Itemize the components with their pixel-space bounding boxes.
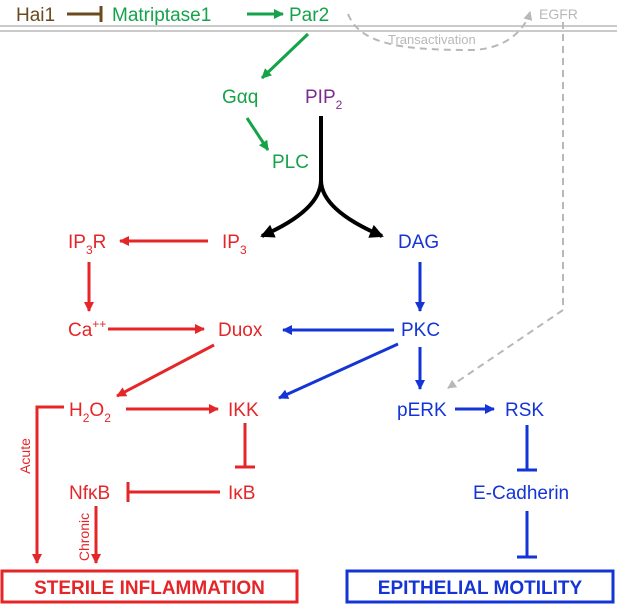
transactivation-label: Transactivation xyxy=(388,32,476,47)
sterile-inflammation-label: STERILE INFLAMMATION xyxy=(34,578,265,599)
node-hai1: Hai1 xyxy=(16,5,55,26)
h2o2-o: O xyxy=(89,400,104,421)
ip3-sub: 3 xyxy=(240,243,247,257)
cell-membrane xyxy=(0,25,617,32)
node-egfr: EGFR xyxy=(539,6,578,22)
node-duox: Duox xyxy=(218,320,263,341)
node-matriptase1: Matriptase1 xyxy=(112,5,211,26)
ip3r-tail: R xyxy=(93,232,107,253)
ecadherin-inhibits-motility-edge xyxy=(517,511,537,559)
node-ip3: IP3 xyxy=(222,232,247,257)
node-pip2: PIP2 xyxy=(305,87,343,112)
pkc-to-ikk-edge xyxy=(278,342,399,400)
epithelial-motility-outcome: EPITHELIAL MOTILITY xyxy=(345,569,615,604)
ca-sup: ++ xyxy=(92,317,106,331)
node-h2o2: H2O2 xyxy=(69,400,111,425)
node-dag: DAG xyxy=(398,232,439,253)
hai1-inhibits-matriptase1-edge xyxy=(67,6,103,22)
h2o2-sub1: 2 xyxy=(83,411,90,425)
node-ecadherin: E-Cadherin xyxy=(473,483,569,504)
node-ip3r: IP3R xyxy=(68,232,106,257)
node-nfkb: NfκB xyxy=(69,483,110,504)
galphaq-to-plc-edge xyxy=(245,117,270,151)
pip2-sub: 2 xyxy=(336,98,343,112)
ip3r-sub: 3 xyxy=(86,243,93,257)
epithelial-motility-label: EPITHELIAL MOTILITY xyxy=(378,578,583,599)
duox-to-h2o2-edge xyxy=(116,343,215,398)
ikk-inhibits-ikb-edge xyxy=(235,423,255,469)
h2o2-h: H xyxy=(69,400,83,421)
pip2-split-edges xyxy=(260,116,384,238)
h2o2-acute-inflammation-edge xyxy=(32,405,64,564)
chronic-label: Chronic xyxy=(76,513,92,561)
ca-base: Ca xyxy=(68,320,93,341)
node-par2: Par2 xyxy=(289,5,329,26)
par2-to-galphaq-edge xyxy=(260,32,310,80)
node-ikk: IKK xyxy=(228,400,259,421)
rsk-inhibits-ecadherin-edge xyxy=(517,425,537,472)
ip3-base: IP xyxy=(222,232,240,253)
par2-egfr-transactivation-edge xyxy=(347,11,533,52)
ikb-inhibits-nfkb-edge xyxy=(126,482,220,502)
node-plc: PLC xyxy=(272,152,309,173)
ip3r-base: IP xyxy=(68,232,86,253)
node-perk: pERK xyxy=(397,400,447,421)
node-galphaq: Gαq xyxy=(222,87,258,108)
node-pkc: PKC xyxy=(401,320,440,341)
node-ikb: IκB xyxy=(228,483,255,504)
egfr-to-perk-edge xyxy=(447,22,564,389)
h2o2-sub2: 2 xyxy=(104,411,111,425)
sterile-inflammation-outcome: STERILE INFLAMMATION xyxy=(0,569,299,604)
acute-label: Acute xyxy=(17,438,33,474)
pip2-base: PIP xyxy=(305,87,336,108)
node-rsk: RSK xyxy=(505,400,544,421)
node-ca: Ca++ xyxy=(68,317,106,341)
